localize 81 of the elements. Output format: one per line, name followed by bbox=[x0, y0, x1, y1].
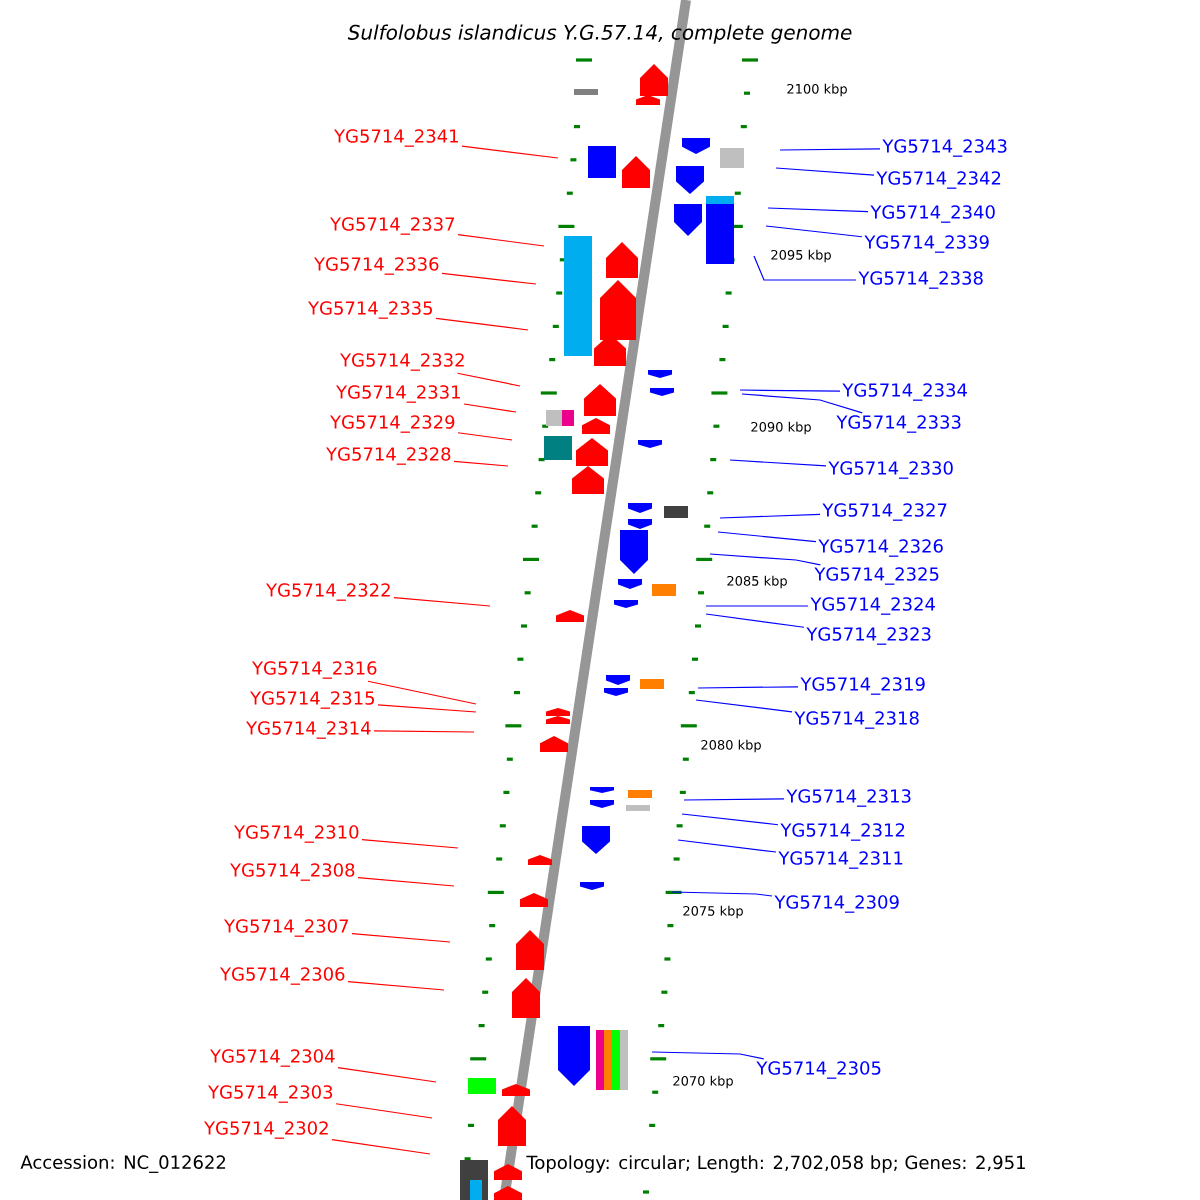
leader-line bbox=[709, 553, 821, 566]
gene-label: YG5714_2314 bbox=[246, 721, 371, 739]
leader-line bbox=[457, 234, 545, 247]
leader-line bbox=[393, 597, 491, 607]
leader-line bbox=[779, 148, 881, 151]
leader-line bbox=[741, 393, 863, 414]
gene-label: YG5714_2342 bbox=[876, 171, 1001, 189]
gene-label: YG5714_2341 bbox=[334, 129, 458, 147]
gene-label: YG5714_2318 bbox=[794, 711, 919, 729]
leader-line bbox=[753, 255, 857, 281]
gene-label: YG5714_2302 bbox=[204, 1121, 328, 1139]
gene-label: YG5714_2309 bbox=[774, 895, 899, 913]
gene-label: YG5714_2333 bbox=[836, 415, 961, 433]
gene-label: YG5714_2327 bbox=[822, 503, 947, 521]
leader-line bbox=[361, 839, 459, 849]
gene-label: YG5714_2308 bbox=[230, 863, 355, 881]
gene-label: YG5714_2329 bbox=[330, 415, 455, 433]
leader-line bbox=[457, 432, 513, 441]
leader-line bbox=[683, 798, 785, 801]
gene-label: YG5714_2315 bbox=[250, 691, 374, 709]
leader-line bbox=[335, 1103, 433, 1119]
gene-label: YG5714_2338 bbox=[858, 271, 983, 289]
leader-line bbox=[697, 686, 799, 689]
gene-label: YG5714_2305 bbox=[756, 1061, 881, 1079]
leader-line bbox=[717, 531, 817, 543]
gene-label: YG5714_2339 bbox=[864, 235, 989, 253]
gene-label: YG5714_2325 bbox=[814, 567, 939, 585]
gene-label: YG5714_2336 bbox=[314, 257, 439, 275]
leader-line bbox=[705, 613, 805, 628]
leader-line bbox=[739, 389, 841, 392]
leader-line bbox=[463, 403, 517, 413]
leader-line bbox=[677, 839, 777, 853]
gene-label: YG5714_2334 bbox=[842, 383, 967, 401]
gene-label: YG5714_2316 bbox=[252, 661, 377, 679]
leader-line bbox=[695, 699, 793, 713]
gene-label: YG5714_2304 bbox=[210, 1049, 335, 1067]
leader-line bbox=[435, 317, 529, 331]
gene-label: YG5714_2328 bbox=[326, 447, 451, 465]
gene-label: YG5714_2310 bbox=[234, 825, 359, 843]
gene-label: YG5714_2340 bbox=[870, 205, 995, 223]
leader-line bbox=[377, 704, 477, 713]
gene-label: YG5714_2324 bbox=[810, 597, 935, 615]
leader-line bbox=[331, 1139, 431, 1155]
gene-label: YG5714_2332 bbox=[340, 353, 464, 371]
gene-label: YG5714_2337 bbox=[330, 217, 455, 235]
title: Sulfolobus islandicus Y.G.57.14, complete genome bbox=[347, 24, 852, 44]
leader-line bbox=[775, 167, 875, 176]
gene-label: YG5714_2343 bbox=[882, 139, 1007, 157]
gene-label: YG5714_2311 bbox=[778, 851, 903, 869]
leader-line bbox=[373, 730, 475, 733]
gene-label: YG5714_2326 bbox=[818, 539, 943, 557]
gene-label: YG5714_2323 bbox=[806, 627, 931, 645]
gene-label: YG5714_2331 bbox=[336, 385, 460, 403]
leader-line bbox=[453, 460, 509, 467]
leader-line bbox=[441, 272, 537, 285]
leader-line bbox=[767, 207, 869, 213]
gene-label: YG5714_2335 bbox=[308, 301, 432, 319]
leader-line bbox=[719, 513, 821, 519]
gene-label: YG5714_2319 bbox=[800, 677, 925, 695]
leader-line bbox=[705, 605, 809, 607]
leader-line bbox=[367, 680, 477, 705]
leader-line bbox=[681, 813, 779, 826]
leader-line bbox=[337, 1067, 437, 1083]
gene-label: YG5714_2322 bbox=[266, 583, 390, 601]
leader-line bbox=[357, 877, 455, 887]
leader-line bbox=[651, 1051, 765, 1060]
leader-line bbox=[765, 225, 863, 238]
leader-line bbox=[456, 372, 521, 387]
gene-label: YG5714_2312 bbox=[780, 823, 905, 841]
info-text: Accession: NC_012622 bbox=[18, 1153, 229, 1175]
leader-line bbox=[671, 891, 773, 897]
info-text: Topology: circular; Length: 2,702,058 bp; Genes: 2,951 bbox=[524, 1153, 1029, 1175]
leader-line bbox=[351, 933, 451, 943]
gene-label: YG5714_2313 bbox=[786, 789, 911, 807]
gene-label: YG5714_2330 bbox=[828, 461, 953, 479]
leader-line bbox=[461, 145, 559, 159]
gene-label: YG5714_2303 bbox=[208, 1085, 333, 1103]
gene-label: YG5714_2307 bbox=[224, 919, 349, 937]
leader-line bbox=[347, 981, 445, 991]
leader-line bbox=[729, 459, 827, 467]
gene-label: YG5714_2306 bbox=[220, 967, 345, 985]
